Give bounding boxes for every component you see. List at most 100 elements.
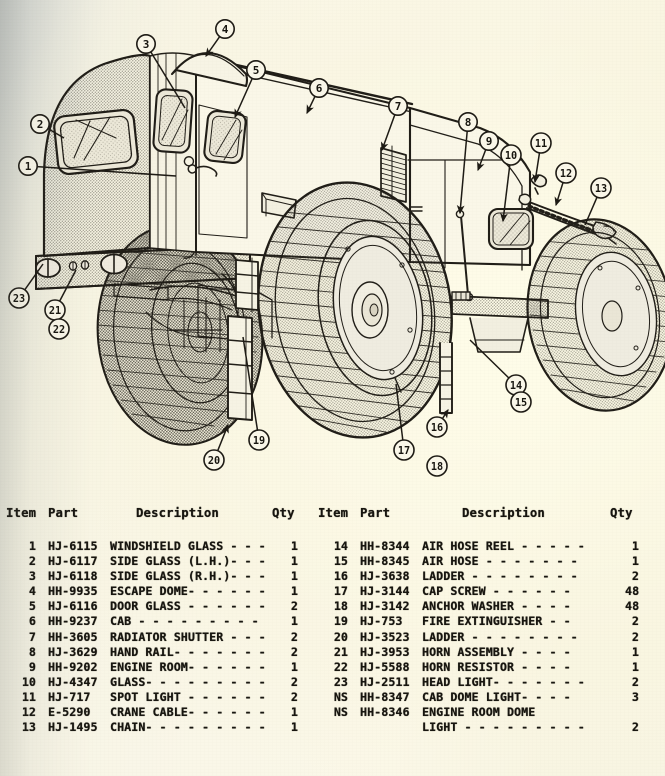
callout-11[interactable]: 11	[530, 132, 552, 154]
callout-number-2: 2	[37, 118, 44, 131]
cell-part-right: HJ-753	[360, 614, 403, 629]
head-lights	[35, 253, 128, 278]
cell-desc-right: HORN RESISTOR - - - -	[422, 659, 571, 674]
callout-3[interactable]: 3	[136, 33, 157, 54]
cell-desc-left: ENGINE ROOM- - - - - -	[110, 659, 266, 674]
callout-20[interactable]: 20	[203, 449, 225, 471]
cell-desc-left: SPOT LIGHT - - - - - -	[110, 689, 266, 704]
ladder-16	[439, 342, 453, 414]
header-description-right: Description	[462, 506, 545, 520]
cell-item-left: 3	[28, 569, 36, 584]
fire-extinguisher	[235, 257, 259, 313]
callout-10[interactable]: 10	[500, 144, 522, 166]
callout-14[interactable]: 14	[505, 374, 527, 396]
cell-qty-right: 48	[625, 584, 640, 599]
callout-1[interactable]: 1	[17, 156, 38, 177]
cell-desc-right: LADDER - - - - - - - -	[422, 629, 578, 644]
callout-number-17: 17	[398, 446, 410, 457]
callout-number-3: 3	[143, 38, 150, 51]
cell-qty-right: 1	[631, 659, 639, 674]
cell-desc-right: HEAD LIGHT- - - - - - -	[422, 674, 585, 689]
callout-leader-7	[381, 114, 396, 152]
cell-desc-right: ENGINE ROOM DOME	[422, 705, 536, 720]
cell-desc-right: CAB DOME LIGHT- - - -	[422, 689, 571, 704]
cell-qty-right: 2	[631, 674, 639, 689]
callout-6[interactable]: 6	[308, 78, 329, 99]
air-hose-reel	[451, 291, 471, 301]
callout-circle-8	[457, 112, 478, 133]
cell-item-left: 5	[28, 599, 36, 614]
callout-5[interactable]: 5	[246, 59, 267, 80]
callout-number-19: 19	[253, 436, 265, 447]
callout-circle-10	[500, 144, 522, 166]
callout-17[interactable]: 17	[393, 439, 415, 461]
callout-circle-18	[426, 455, 448, 477]
callout-leader-3	[150, 51, 186, 109]
callout-circle-16	[426, 416, 448, 438]
callout-12[interactable]: 12	[555, 162, 577, 184]
cell-item-left: 7	[28, 629, 36, 644]
callout-8[interactable]: 8	[457, 112, 478, 133]
cell-desc-left: WINDSHIELD GLASS - - -	[110, 539, 266, 553]
header-item-left: Item	[6, 506, 37, 520]
callout-9[interactable]: 9	[478, 131, 499, 152]
cell-desc-right: AIR HOSE REEL - - - - -	[422, 539, 585, 553]
cell-desc-right: ANCHOR WASHER - - - -	[422, 599, 571, 614]
horn-assembly	[68, 260, 90, 271]
callout-23[interactable]: 23	[8, 287, 30, 309]
cell-desc-right: LADDER - - - - - - - -	[422, 569, 578, 584]
cell-qty-right: 2	[631, 720, 639, 735]
header-item-right: Item	[318, 506, 349, 520]
cell-qty-left: 1	[290, 705, 298, 720]
callout-leader-16	[440, 408, 449, 420]
callout-13[interactable]: 13	[590, 177, 612, 199]
callout-number-1: 1	[25, 160, 32, 173]
cell-part-right: HH-8345	[360, 554, 410, 569]
cell-desc-left: HAND RAIL- - - - - - -	[110, 644, 266, 659]
callout-circle-6	[308, 78, 329, 99]
callout-19[interactable]: 19	[248, 429, 270, 451]
callout-16[interactable]: 16	[426, 416, 448, 438]
callout-22[interactable]: 22	[48, 318, 70, 340]
cell-desc-right: CAP SCREW - - - - - -	[422, 584, 571, 599]
cell-qty-left: 2	[290, 689, 298, 704]
callout-number-18: 18	[431, 462, 443, 473]
callout-circle-1	[17, 156, 38, 177]
cell-qty-right: 2	[631, 629, 639, 644]
callout-15[interactable]: 15	[510, 391, 532, 413]
callout-4[interactable]: 4	[215, 18, 236, 39]
cell-item-left: 6	[28, 614, 36, 629]
callout-7[interactable]: 7	[387, 96, 408, 117]
callout-2[interactable]: 2	[29, 114, 50, 135]
cell-desc-left: SIDE GLASS (R.H.)- - -	[110, 569, 266, 584]
cell-desc-left: CHAIN- - - - - - - - -	[110, 720, 266, 735]
cell-qty-right: 2	[631, 614, 639, 629]
cell-desc-left: RADIATOR SHUTTER - - -	[110, 629, 266, 644]
cell-qty-right: 1	[631, 539, 639, 553]
callout-leader-6	[306, 95, 316, 115]
cell-item-right: 14	[333, 539, 348, 553]
callout-number-16: 16	[431, 423, 443, 434]
cell-qty-left: 1	[290, 584, 298, 599]
cell-desc-left: CAB - - - - - - - - -	[110, 614, 259, 629]
cell-part-left: HH-9935	[48, 584, 98, 599]
callout-18[interactable]: 18	[426, 455, 448, 477]
cell-part-right: HJ-3142	[360, 599, 410, 614]
callout-number-7: 7	[395, 100, 402, 113]
callout-circle-3	[136, 33, 157, 54]
callout-number-15: 15	[515, 398, 527, 409]
cell-desc-right: LIGHT - - - - - - - - -	[422, 720, 585, 735]
callout-number-12: 12	[560, 169, 572, 180]
cell-qty-right: 3	[631, 689, 639, 704]
cell-qty-right: 1	[631, 644, 639, 659]
underbody	[113, 273, 239, 353]
callout-21[interactable]: 21	[44, 299, 66, 321]
cell-part-right: HH-8344	[360, 539, 410, 553]
